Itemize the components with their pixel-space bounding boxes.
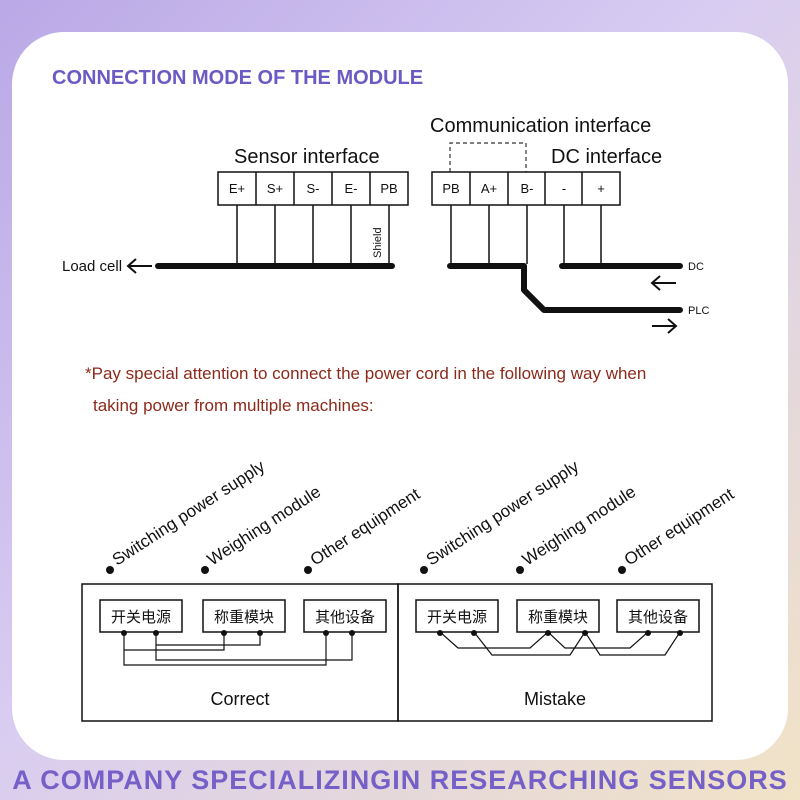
correct-panel: Switching power supply Weighing module O… — [81, 456, 424, 722]
content-card — [12, 32, 788, 760]
dc-terminal-3: B- — [521, 181, 534, 196]
dc-interface-label: DC interface — [551, 146, 662, 168]
mistake-box-switching — [415, 599, 499, 633]
mistake-terminal-dots — [437, 630, 683, 636]
mistake-box-weighing — [516, 599, 600, 633]
plc-label: PLC — [688, 305, 709, 317]
dc-terminal-2: A+ — [481, 181, 497, 196]
dc-arrow-icon — [650, 275, 676, 291]
correct-label-switching: Switching power supply — [109, 456, 269, 569]
mistake-frame — [397, 583, 713, 722]
correct-box-other-label: 其他设备 — [315, 608, 375, 626]
correct-terminal-dots — [121, 630, 355, 636]
bullet-dot — [201, 566, 209, 574]
plc-arrow-icon — [652, 318, 678, 334]
sensor-terminal-block: E+ S+ S- E- PB — [217, 171, 409, 206]
communication-bracket — [449, 142, 527, 172]
sensor-wires — [236, 205, 390, 264]
bullet-dot — [618, 566, 626, 574]
left-arrow-icon — [126, 258, 152, 274]
plc-cable — [447, 263, 683, 313]
sensor-interface-label: Sensor interface — [234, 146, 380, 168]
sensor-terminal-4: E- — [345, 181, 358, 196]
communication-interface-label: Communication interface — [430, 115, 651, 137]
note-line-1: *Pay special attention to connect the po… — [85, 364, 646, 383]
mistake-label-switching: Switching power supply — [423, 456, 583, 569]
dc-terminal-block: PB A+ B- - + — [431, 171, 621, 206]
mistake-box-switching-label: 开关电源 — [427, 608, 487, 626]
mistake-panel: Switching power supply Weighing module O… — [397, 456, 738, 722]
correct-box-weighing — [202, 599, 286, 633]
dc-terminal-1: PB — [442, 181, 459, 196]
load-cell-label: Load cell — [62, 258, 122, 275]
correct-box-switching — [99, 599, 183, 633]
mistake-box-other-label: 其他设备 — [628, 608, 688, 626]
dc-wires — [450, 205, 602, 264]
bullet-dot — [420, 566, 428, 574]
correct-box-weighing-label: 称重模块 — [214, 608, 274, 626]
correct-wiring — [123, 632, 353, 666]
shield-label: Shield — [372, 227, 384, 258]
dc-terminal-5: + — [597, 181, 605, 196]
mistake-box-weighing-label: 称重模块 — [528, 608, 588, 626]
page-title: CONNECTION MODE OF THE MODULE — [52, 67, 423, 89]
bullet-dot — [106, 566, 114, 574]
correct-box-other — [303, 599, 387, 633]
sensor-terminal-5: PB — [380, 181, 397, 196]
correct-caption: Correct — [210, 689, 269, 709]
sensor-terminal-3: S- — [307, 181, 320, 196]
sensor-terminal-2: S+ — [267, 181, 283, 196]
footer-tagline: A COMPANY SPECIALIZINGIN RESEARCHING SEN… — [12, 764, 788, 795]
note-line-2: taking power from multiple machines: — [93, 396, 374, 415]
mistake-caption: Mistake — [524, 689, 586, 709]
dc-label: DC — [688, 261, 704, 273]
bullet-dot — [304, 566, 312, 574]
mistake-wiring — [439, 631, 681, 656]
bullet-dot — [516, 566, 524, 574]
mistake-box-other — [616, 599, 700, 633]
correct-label-other: Other equipment — [307, 484, 424, 569]
correct-box-switching-label: 开关电源 — [111, 608, 171, 626]
sensor-terminal-1: E+ — [229, 181, 245, 196]
dc-terminal-4: - — [562, 181, 566, 196]
